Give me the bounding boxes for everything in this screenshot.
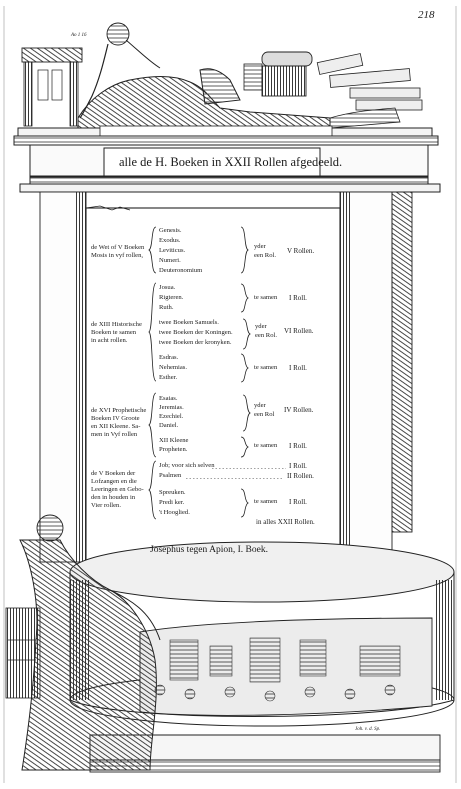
- book-name: Numeri.: [159, 257, 181, 264]
- brace: [148, 460, 157, 520]
- category-line: Boeken IV Groote: [91, 415, 140, 422]
- joiner-text: te samen: [254, 364, 278, 371]
- brace: [148, 282, 157, 382]
- brace: [148, 392, 157, 458]
- joiner-text: te samen: [254, 498, 278, 505]
- reclining-figure-illustration: [77, 22, 423, 129]
- category-line: Boeken te samen: [91, 329, 137, 336]
- book-name: XII Kleene: [159, 437, 189, 444]
- book-name: Leviticus.: [159, 247, 186, 254]
- brace: [148, 226, 157, 274]
- brace: [242, 318, 251, 350]
- category-line: de XIII Historische: [91, 321, 142, 328]
- joiner-text: te samen: [254, 442, 278, 449]
- category-line: en XII Kleene. Sa-: [91, 423, 141, 430]
- joiner-text: te samen: [254, 294, 278, 301]
- book-name: twee Boeken Samuels.: [159, 319, 219, 326]
- category-line: de V Boeken der: [91, 470, 136, 477]
- book-name: Rigteren.: [159, 294, 184, 301]
- brace: [240, 436, 249, 458]
- seated-figure-illustration: [5, 514, 161, 771]
- brace: [242, 394, 251, 432]
- book-name: Jeremias.: [159, 404, 184, 411]
- book-name: Ruth.: [159, 304, 174, 311]
- book-name: 't Hooglied.: [159, 509, 190, 516]
- book-name: Daniel.: [159, 422, 179, 429]
- desk-illustration: [21, 47, 83, 127]
- book-name: Job; voor sich selven: [159, 462, 215, 469]
- book-name: Esaias.: [159, 395, 178, 402]
- joiner-text: yder: [254, 402, 266, 409]
- roll-count: VI Rollen.: [284, 327, 314, 335]
- category-line: in acht rollen.: [91, 337, 128, 344]
- footer-caption: Josephus tegen Apion, I. Boek.: [150, 545, 268, 555]
- roll-count: I Roll.: [289, 294, 307, 302]
- roll-count: I Roll.: [289, 498, 307, 506]
- category-line: Mosis in vyf rollen,: [91, 252, 144, 259]
- roll-count: V Rollen.: [287, 247, 315, 255]
- roll-count: I Roll.: [289, 442, 307, 450]
- engraver-signature: Joh. v. d. Sp.: [355, 727, 381, 732]
- book-name: twee Boeken der Koningen.: [159, 329, 233, 336]
- book-name: twee Boeken der kronyken.: [159, 339, 232, 346]
- joiner-text: een Rol: [254, 411, 275, 418]
- category-line: de Wet of V Boeken: [91, 244, 145, 251]
- book-name: Ezechiel.: [159, 413, 184, 420]
- joiner-text: yder: [255, 323, 267, 330]
- book-name: Nehemias.: [159, 364, 188, 371]
- book-name: Josua.: [159, 284, 176, 291]
- book-name: Esther.: [159, 374, 178, 381]
- brace: [240, 226, 249, 274]
- header-banner: alle de H. Boeken in XXII Rollen afgedee…: [119, 155, 343, 169]
- category-line: den in houden in: [91, 494, 136, 501]
- roll-count: I Roll.: [289, 364, 307, 372]
- leader-line: [212, 468, 286, 469]
- joiner-text: een Rol.: [255, 332, 277, 339]
- corner-inscription: Ao 1 16: [71, 33, 87, 38]
- brace: [240, 488, 249, 518]
- book-name: Propheten.: [159, 446, 188, 453]
- category-line: men in Vyf rollen: [91, 431, 138, 438]
- brace: [240, 353, 249, 383]
- category-line: de XVI Prophetische: [91, 407, 147, 414]
- book-name: Exodus.: [159, 237, 181, 244]
- joiner-text: een Rol.: [254, 252, 276, 259]
- roll-count: II Rollen.: [287, 472, 314, 480]
- book-name: Esdras.: [159, 354, 179, 361]
- book-name: Psalmen: [159, 472, 182, 479]
- brace: [240, 283, 249, 313]
- category-line: Lofzangen en die: [91, 478, 137, 485]
- page-number: 218: [418, 9, 435, 21]
- book-name: Genesis.: [159, 227, 182, 234]
- leader-line: [186, 478, 284, 479]
- book-name: Deuteronomium: [159, 267, 203, 274]
- book-name: Predi ker.: [159, 499, 185, 506]
- roll-count: I Roll.: [289, 462, 307, 470]
- joiner-text: yder: [254, 243, 266, 250]
- category-line: Leeringen en Gebo-: [91, 486, 144, 493]
- total-rolls: in alles XXII Rollen.: [256, 518, 315, 526]
- roll-count: IV Rollen.: [284, 406, 314, 414]
- book-name: Spreuken.: [159, 489, 186, 496]
- category-line: Vier rollen.: [91, 502, 121, 509]
